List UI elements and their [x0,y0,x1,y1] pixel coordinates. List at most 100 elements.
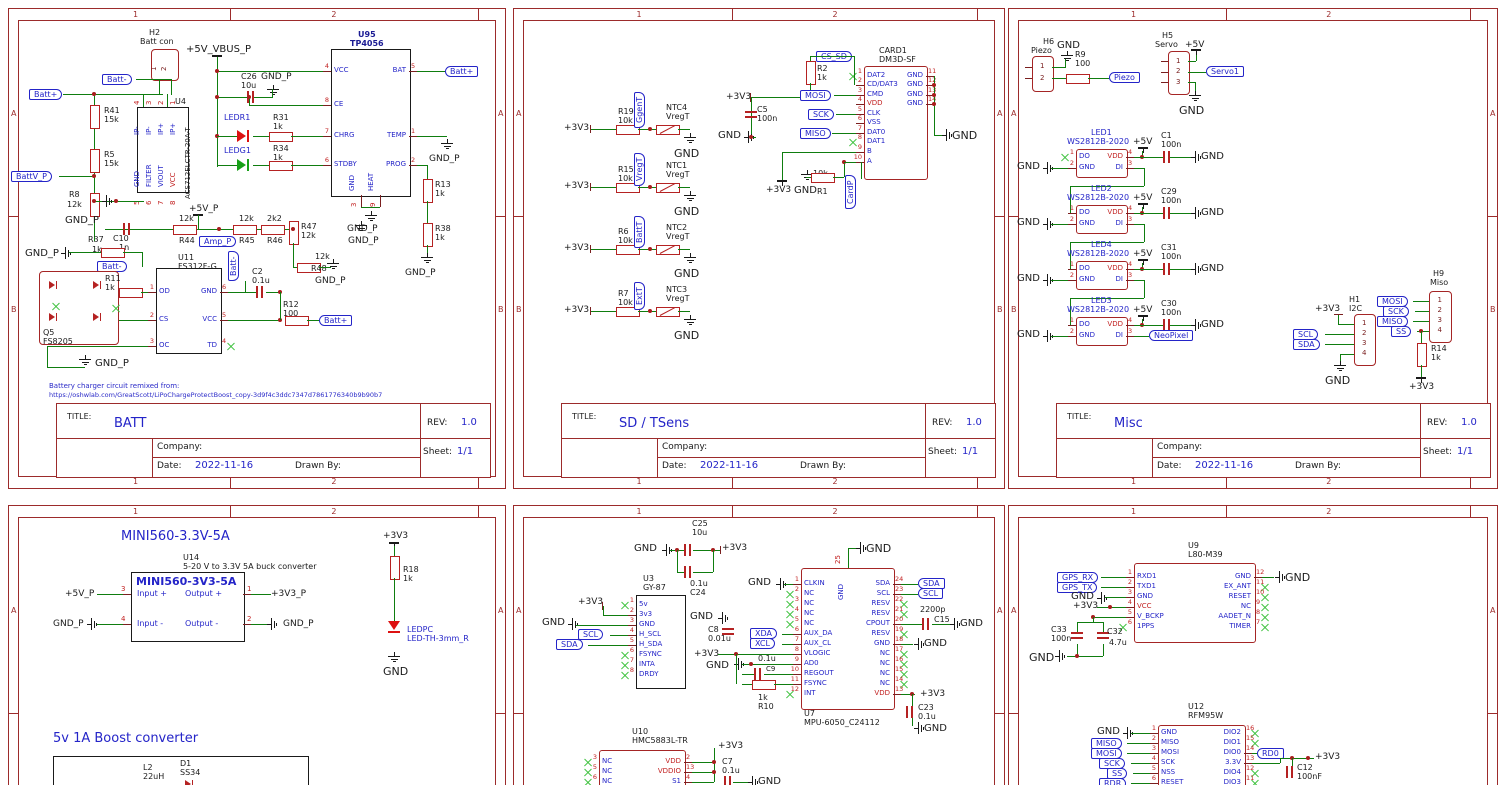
pwr-stem [1420,378,1422,383]
pin-name: NC [879,659,890,667]
gnd-bar [1197,209,1199,217]
schematic-text: +3V3 [920,689,946,699]
schematic-text: R44 [179,236,195,245]
schematic-text: IP- [145,126,153,135]
gnd-bar [1049,164,1051,172]
wire [394,578,395,622]
pin-stub [1244,763,1252,764]
gnd-bar [1191,97,1199,99]
net-label: SS [1391,326,1412,337]
pin-number: 12 [1246,764,1255,772]
gnd-stem [393,652,395,656]
junction-dot [278,318,282,322]
pin-name: GND [906,71,923,79]
pin-number: 3 [149,337,154,345]
wire [123,252,142,253]
zone-row-label: A [498,108,504,118]
wire [97,594,123,595]
zone-tick [1009,215,1019,217]
connector-pin-number: 3 [1176,77,1181,86]
junction-dot [648,247,652,251]
wire [167,94,168,107]
pin-stub [1150,743,1158,744]
pin-number: 11 [928,67,937,75]
gnd-bar [81,361,89,363]
junction-dot [648,127,652,131]
wire [228,292,256,293]
led-bar [247,130,249,142]
pwr-stem [393,543,395,548]
wire [1127,743,1150,744]
schematic-text: VCC [169,172,177,187]
gnd-bar [1197,321,1199,329]
pin-name: NC [804,589,815,597]
pwr-stem [1142,316,1144,321]
wire [159,79,160,95]
resistor [261,225,285,235]
junction-dot [1108,605,1112,609]
zone-tick [732,477,734,488]
sheet-inner-border [18,517,496,785]
pin-stub [628,635,636,636]
schematic-text: 6 [145,200,153,205]
gnd-stem [84,355,86,359]
pin-number: 4 [1128,316,1133,324]
pin-number: 2 [1069,271,1074,279]
gnd-stem [102,200,106,202]
schematic-text: C9 [766,665,776,673]
no-connect-icon [226,342,236,352]
schematic-text: H6 [1043,37,1055,46]
pin-stub [1244,753,1252,754]
zone-tick [994,712,1004,714]
cap-plate [1168,151,1170,163]
wire [901,694,915,695]
pin-stub [1161,71,1168,73]
pin-number: 5 [1127,608,1132,616]
date-label: Date: [157,461,182,471]
date-value: 2022-11-16 [195,460,254,471]
pin-number: 5 [411,62,416,70]
wire [251,594,271,595]
pin-name: NC [602,767,613,775]
no-connect-icon [1260,613,1270,623]
schematic-text: Input - [137,619,164,628]
schematic-text: 0.1u [690,579,708,588]
gnd-stem [1123,732,1127,734]
gnd-stem [1191,268,1195,270]
wire [1421,331,1422,343]
wire [1325,344,1354,345]
sheet-value: 1/1 [457,446,474,457]
zone-col-label: 1 [636,477,642,486]
wire [834,95,856,96]
schematic-text: C2 [252,267,263,276]
pin-number: 7 [629,656,634,664]
cap-plate [128,223,130,235]
gnd-bar [1049,276,1051,284]
schematic-text: Q5 [43,328,55,337]
resistor [806,61,816,85]
zone-row-label: A [516,605,522,615]
pin-number: 2 [1151,734,1156,742]
wire [293,243,294,267]
pin-number: 4 [1127,598,1132,606]
gnd-bar [577,622,579,626]
gnd-bar [862,544,864,552]
pin-number: 2 [1069,159,1074,167]
gnd-bar [1195,151,1197,163]
pin-name: MOSI [1161,748,1180,756]
zone-row-label: B [1490,304,1496,314]
pin-name: GND [639,620,656,628]
gnd-bar [918,638,920,650]
zone-row-label: B [1011,304,1017,314]
symbol-line [243,624,251,625]
pin-name: RESV [871,609,890,617]
pin-name: NC [879,669,890,677]
pin-number: 3 [1128,215,1133,223]
cap-plate [1163,207,1165,219]
zone-col-label: 2 [1326,507,1332,516]
pin-number: 3 [1128,159,1133,167]
junction-dot [92,199,96,203]
wire [105,229,293,230]
symbol-line [590,183,591,191]
